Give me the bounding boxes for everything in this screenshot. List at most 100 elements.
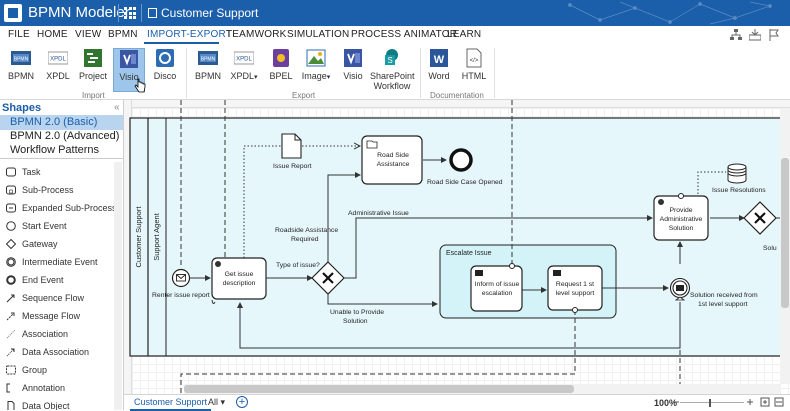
export-sharepoint-button[interactable]: S SharePoint Workflow — [370, 48, 415, 92]
page-tab-all[interactable]: All ▾ — [208, 397, 225, 408]
sharepoint-icon: S — [385, 49, 398, 65]
shapes-panel-title: Shapes — [2, 102, 42, 114]
canvas-horizontal-scrollbar[interactable] — [184, 384, 780, 394]
xpdl-file-icon: XPDL — [234, 51, 254, 65]
export-group-label: Export — [292, 91, 316, 100]
menu-process-animator[interactable]: PROCESS ANIMATOR — [351, 29, 458, 40]
task-label: Administrative — [660, 216, 703, 223]
data-object-shape-icon — [7, 401, 15, 410]
export-bpmn-button[interactable]: BPMN BPMN — [194, 48, 222, 92]
document-icon — [148, 8, 157, 18]
admin-issue-label: Administrative Issue — [348, 210, 409, 217]
task-road-side-assistance[interactable]: Road Side Assistance — [361, 135, 423, 185]
chevron-down-icon: ▾ — [326, 74, 331, 81]
task-label: escalation — [482, 290, 513, 297]
task-request-first-level-support[interactable]: Request 1 st level support — [547, 265, 603, 313]
roadside-required-label: Required — [291, 236, 319, 243]
data-object-issue-report[interactable] — [281, 133, 302, 159]
menu-learn[interactable]: LEARN — [447, 29, 482, 40]
export-bpel-button[interactable]: BPEL — [268, 48, 294, 92]
shape-label: End Event — [22, 275, 64, 285]
svg-text:W: W — [434, 54, 445, 66]
flag-icon[interactable] — [768, 29, 780, 41]
import-group-label: Import — [82, 91, 105, 100]
task-inform-of-issue-escalation[interactable]: Inform of issue escalation — [470, 263, 523, 312]
top-ruler — [124, 100, 790, 108]
zoom-slider-thumb[interactable] — [709, 399, 711, 407]
shapes-scrollbar[interactable] — [114, 162, 122, 410]
import-disco-button[interactable]: Disco — [152, 48, 178, 92]
library-bpmn-basic[interactable]: BPMN 2.0 (Basic) — [0, 115, 123, 130]
gateway-type-of-issue[interactable] — [311, 261, 345, 295]
sub-process-shape-icon — [6, 185, 16, 195]
title-divider — [118, 4, 119, 22]
intermediate-event-shape-icon — [6, 257, 16, 267]
bpmn-diagram[interactable]: Customer Support Support Agent Escalate … — [124, 100, 790, 394]
fit-page-icon[interactable] — [760, 397, 770, 407]
export-xpdl-button[interactable]: XPDL XPDL▾ — [228, 48, 260, 92]
collapse-panel-icon[interactable]: « — [114, 102, 120, 113]
message-flows — [180, 100, 681, 394]
title-divider — [141, 4, 142, 22]
data-association-shape-icon — [6, 348, 15, 357]
bpmn-file-icon: BPMN — [11, 51, 31, 65]
import-xpdl-button[interactable]: XPDL XPDL — [43, 48, 73, 92]
menu-import-export[interactable]: IMPORT-EXPORT — [147, 29, 233, 40]
doc-word-button[interactable]: W Word — [426, 48, 452, 92]
menu-file[interactable]: FILE — [8, 29, 30, 40]
page-tab-customer-support[interactable]: Customer Support — [130, 397, 212, 411]
end-event-road-side[interactable] — [449, 148, 473, 172]
export-visio-button[interactable]: Visio — [340, 48, 366, 92]
export-workflow-label: Workflow — [373, 81, 411, 91]
doc-html-label: HTML — [461, 71, 487, 81]
zoom-slider-track[interactable] — [680, 402, 744, 403]
start-event-renter-report[interactable] — [171, 268, 191, 288]
svg-text:BPMN: BPMN — [201, 57, 216, 63]
dock-icon[interactable] — [749, 29, 761, 41]
group-label: Escalate Issue — [446, 250, 492, 257]
sitemap-icon[interactable] — [730, 29, 742, 41]
doc-html-button[interactable]: </> HTML — [460, 48, 488, 92]
add-page-icon[interactable]: + — [236, 396, 248, 408]
menu-view[interactable]: VIEW — [75, 29, 102, 40]
task-label: level support — [556, 290, 595, 297]
bpel-icon — [273, 49, 289, 67]
shape-label: Task — [22, 167, 41, 177]
header-network-pattern — [568, 1, 772, 25]
scroll-thumb[interactable] — [781, 158, 789, 308]
status-bar: Customer Support All ▾ + 100% — [124, 394, 790, 411]
image-icon — [306, 49, 326, 67]
menu-home[interactable]: HOME — [37, 29, 68, 40]
export-image-button[interactable]: Image▾ — [300, 48, 332, 92]
project-icon — [84, 49, 102, 67]
menu-bpmn[interactable]: BPMN — [108, 29, 138, 40]
document-title[interactable]: Customer Support — [161, 6, 259, 20]
shape-label: Annotation — [22, 383, 66, 393]
gateway-shape-icon — [6, 239, 16, 249]
library-workflow-patterns[interactable]: Workflow Patterns — [10, 144, 100, 156]
canvas-vertical-scrollbar[interactable] — [780, 108, 790, 384]
intermediate-event-solution-received[interactable] — [669, 277, 691, 301]
sequence-flow-shape-icon — [6, 294, 15, 303]
menu-teamwork[interactable]: TEAMWORK — [226, 29, 287, 40]
task-provide-administrative-solution[interactable]: Provide Administrative Solution — [653, 193, 709, 241]
import-bpmn-label: BPMN — [7, 71, 34, 81]
visio-icon — [120, 50, 138, 68]
fit-width-icon[interactable] — [774, 397, 784, 407]
data-store-issue-resolutions[interactable] — [727, 163, 747, 184]
zoom-out-icon[interactable] — [672, 398, 680, 406]
zoom-in-icon[interactable] — [746, 398, 754, 406]
task-get-issue-description[interactable]: Get issue description — [211, 257, 267, 305]
apps-grid-icon[interactable] — [124, 7, 136, 19]
diagram-canvas[interactable]: Customer Support Support Agent Escalate … — [124, 100, 790, 394]
shape-label: Association — [22, 329, 69, 339]
menu-simulation[interactable]: SIMULATION — [287, 29, 350, 40]
shape-label: Intermediate Event — [22, 257, 98, 267]
scroll-thumb[interactable] — [184, 385, 574, 393]
import-bpmn-button[interactable]: BPMN BPMN — [6, 48, 36, 92]
chevron-down-icon: ▾ — [254, 74, 258, 81]
start-event-shape-icon — [6, 221, 16, 231]
library-bpmn-advanced[interactable]: BPMN 2.0 (Advanced) — [10, 130, 120, 142]
import-project-button[interactable]: Project — [79, 48, 107, 92]
gateway-right[interactable] — [743, 201, 777, 235]
